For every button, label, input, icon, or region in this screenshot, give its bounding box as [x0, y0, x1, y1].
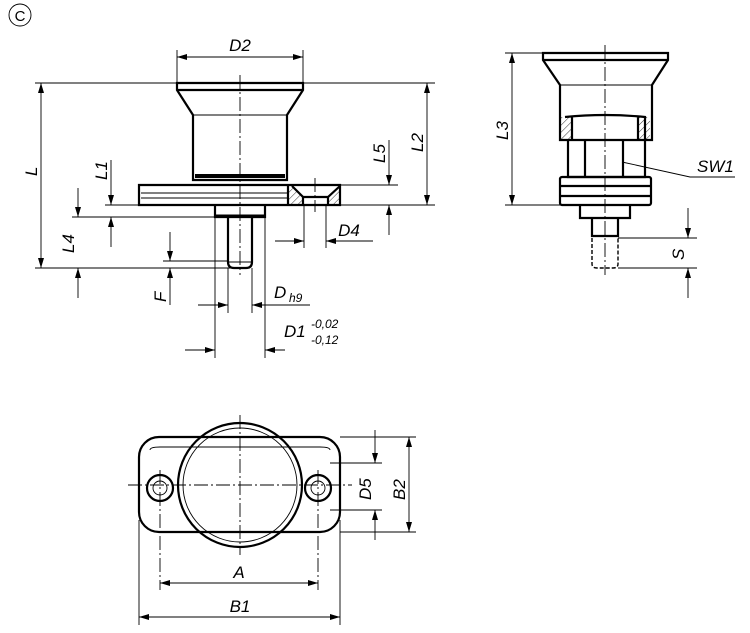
dim-D4: D4 [338, 221, 360, 240]
dim-L: L [22, 167, 41, 176]
front-view: L L2 L5 L1 L4 F D2 D4 D h9 D1 -0,02 -0,1… [22, 36, 435, 358]
dim-S: S [669, 248, 688, 260]
dim-L3: L3 [493, 121, 512, 140]
dim-D1-upper-tol: -0,02 [311, 317, 339, 331]
dim-B2: B2 [390, 479, 409, 500]
dim-B1: B1 [230, 597, 251, 616]
dim-L2: L2 [408, 133, 427, 152]
dim-L4: L4 [59, 234, 78, 253]
dim-D: D [274, 283, 286, 302]
dim-SW1: SW1 [697, 157, 734, 176]
dim-D1: D1 [284, 322, 306, 341]
dim-D1-lower-tol: -0,12 [311, 333, 339, 347]
dim-D2: D2 [229, 36, 251, 55]
dim-D5: D5 [356, 478, 375, 500]
top-view: D5 B2 A B1 [128, 415, 416, 625]
variant-mark: C [8, 3, 32, 27]
dim-L5: L5 [370, 144, 389, 163]
dim-F: F [151, 290, 170, 302]
dim-A: A [232, 563, 244, 582]
side-view: L3 SW1 S [493, 45, 735, 298]
svg-text:C: C [15, 8, 26, 25]
dim-D-tolerance: h9 [289, 291, 303, 305]
dim-L1: L1 [92, 161, 111, 180]
